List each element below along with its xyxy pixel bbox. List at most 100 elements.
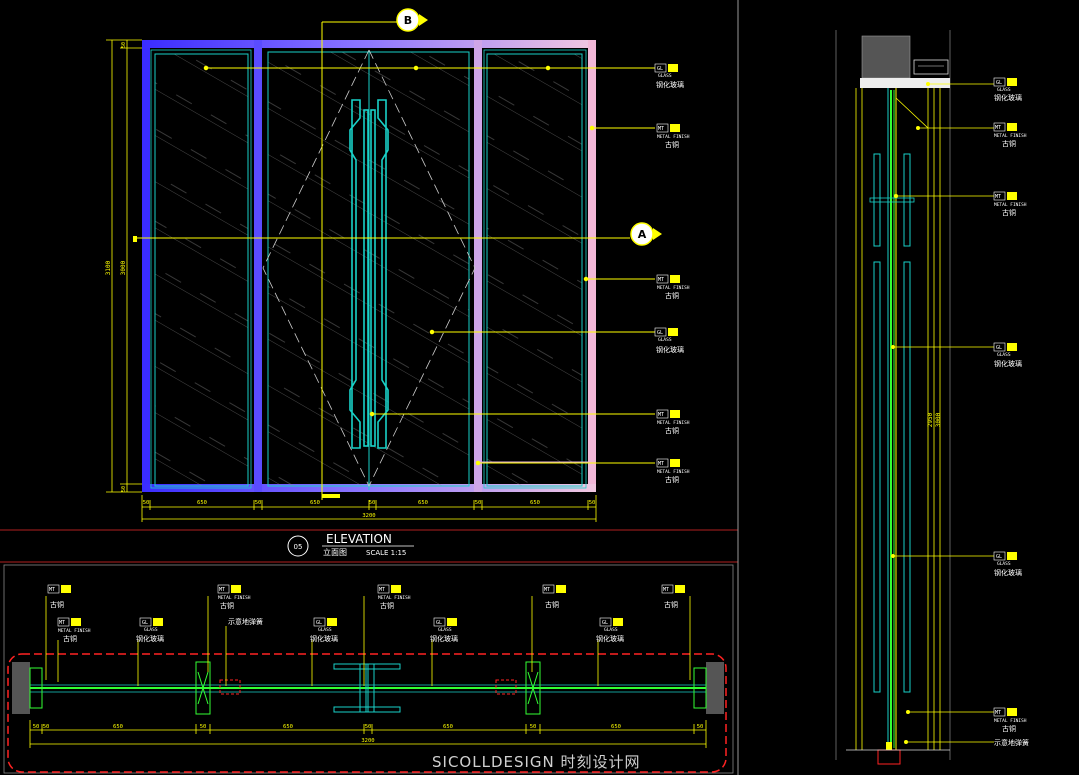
svg-text:古铜: 古铜 [665, 475, 679, 484]
plan-dim-6: 50 [365, 724, 372, 730]
dim-bottom-5: 50 [369, 500, 376, 506]
door-handle-pair [349, 99, 389, 449]
section-drawing: 2950 3000 GL GLASS 钢化玻璃 MT METAL FINISH … [846, 35, 1029, 765]
plan-callout: GL GLASS 钢化玻璃 [430, 617, 458, 643]
svg-text:MT: MT [544, 587, 550, 593]
svg-text:MT: MT [379, 587, 385, 593]
svg-text:MT: MT [219, 587, 225, 593]
plan-dim-1: 50 [33, 724, 40, 730]
svg-text:GL: GL [657, 330, 663, 336]
svg-text:GL: GL [996, 345, 1002, 351]
svg-text:古铜: 古铜 [63, 634, 77, 643]
svg-text:GLASS: GLASS [997, 87, 1011, 93]
svg-text:MT: MT [658, 412, 664, 418]
frame-right-post [588, 40, 596, 492]
section-callout: GL GLASS 钢化玻璃 [993, 551, 1022, 577]
svg-text:MT: MT [658, 277, 664, 283]
svg-text:钢化玻璃: 钢化玻璃 [656, 345, 684, 354]
section-callout: GL GLASS 钢化玻璃 [993, 342, 1022, 368]
callout-tag: GL GLASS 钢化玻璃 [654, 327, 684, 354]
door-swing-lines [262, 49, 476, 487]
plan-callout: MT 古铜 [661, 584, 685, 609]
plan-drawing: 50 50 650 50 650 50 650 50 650 50 3200 [7, 584, 727, 773]
svg-text:MT: MT [995, 710, 1001, 716]
svg-text:GL: GL [316, 620, 322, 626]
svg-text:METAL FINISH: METAL FINISH [218, 595, 251, 601]
elevation-left-dims [106, 39, 142, 493]
watermark: SICOLLDESIGN 时刻设计网 [432, 753, 641, 771]
section-note: 示意地弹簧 [994, 738, 1029, 747]
dim-bottom-9: 50 [589, 500, 596, 506]
dim-left-bottom: 50 [121, 486, 127, 492]
svg-text:GL: GL [436, 620, 442, 626]
plan-note: 示意地弹簧 [228, 617, 263, 626]
plan-dim-8: 50 [530, 724, 537, 730]
svg-text:古铜: 古铜 [665, 140, 679, 149]
dim-bottom-total: 3200 [362, 513, 375, 519]
svg-text:METAL FINISH: METAL FINISH [657, 469, 690, 475]
svg-text:钢化玻璃: 钢化玻璃 [310, 634, 338, 643]
svg-text:GL: GL [996, 554, 1002, 560]
section-dim-b: 3000 [935, 412, 942, 427]
svg-text:钢化玻璃: 钢化玻璃 [136, 634, 164, 643]
drawing-subtitle: 立面图 [323, 547, 347, 557]
svg-text:GL: GL [996, 80, 1002, 86]
svg-text:MT: MT [658, 126, 664, 132]
plan-callout: MT 古铜 [542, 584, 566, 609]
plan-callout: MT METAL FINISH 古铜 [57, 617, 91, 643]
svg-text:古铜: 古铜 [380, 601, 394, 610]
callout-tag: MT METAL FINISH 古铜 [656, 274, 690, 300]
svg-text:MT: MT [995, 125, 1001, 131]
svg-text:古铜: 古铜 [545, 600, 559, 609]
elevation-bottom-dims [141, 495, 597, 522]
dim-bottom-1: 50 [143, 500, 150, 506]
svg-text:METAL FINISH: METAL FINISH [994, 133, 1027, 139]
plan-callout: MT METAL FINISH 古铜 [377, 584, 411, 610]
glass-panel-1 [154, 53, 249, 487]
svg-text:钢化玻璃: 钢化玻璃 [596, 634, 624, 643]
svg-text:古铜: 古铜 [665, 291, 679, 300]
dim-left-mid: 3000 [120, 260, 127, 275]
svg-text:GLASS: GLASS [997, 352, 1011, 358]
plan-callout: GL GLASS 钢化玻璃 [310, 617, 338, 643]
svg-text:GL: GL [602, 620, 608, 626]
plan-dim-total: 3200 [361, 738, 374, 744]
svg-text:METAL FINISH: METAL FINISH [657, 285, 690, 291]
plan-callout: MT 古铜 [47, 584, 71, 609]
dim-bottom-7: 50 [475, 500, 482, 506]
svg-text:MT: MT [995, 194, 1001, 200]
frame-left-post [142, 40, 150, 492]
section-callout: MT METAL FINISH 古铜 [993, 707, 1027, 733]
svg-text:古铜: 古铜 [1002, 139, 1016, 148]
svg-text:METAL FINISH: METAL FINISH [657, 420, 690, 426]
section-callout: MT METAL FINISH 古铜 [993, 122, 1027, 148]
title-block: 05 ELEVATION 立面图 SCALE 1:15 [287, 532, 414, 557]
plan-callout: GL GLASS 钢化玻璃 [596, 617, 624, 643]
glass-panel-2 [267, 51, 370, 487]
elevation-leaders [203, 65, 655, 466]
svg-text:钢化玻璃: 钢化玻璃 [994, 359, 1022, 368]
frame-mullion-right [474, 40, 482, 492]
svg-text:METAL FINISH: METAL FINISH [994, 202, 1027, 208]
sheet-borders [0, 0, 951, 775]
plan-dim-4: 50 [200, 724, 207, 730]
svg-text:古铜: 古铜 [220, 601, 234, 610]
dim-bottom-4: 650 [310, 500, 320, 506]
svg-text:钢化玻璃: 钢化玻璃 [994, 93, 1022, 102]
dim-bottom-6: 650 [418, 500, 428, 506]
svg-text:METAL FINISH: METAL FINISH [58, 628, 91, 634]
dim-bottom-8: 650 [530, 500, 540, 506]
plan-dim-2: 50 [43, 724, 50, 730]
drawing-title: ELEVATION [326, 532, 392, 546]
frame-mullion-left [254, 40, 262, 492]
elevation-drawing: B A 3100 3000 [105, 8, 662, 522]
plan-dim-7: 650 [443, 724, 453, 730]
section-a-cut: A [133, 222, 662, 246]
dim-bottom-2: 650 [197, 500, 207, 506]
elevation-callouts: GL GLASS 钢化玻璃 MT METAL FINISH 古铜 MT META… [654, 63, 690, 484]
dim-bottom-3: 50 [255, 500, 262, 506]
svg-text:GL: GL [657, 66, 663, 72]
svg-text:MT: MT [658, 461, 664, 467]
svg-text:GLASS: GLASS [438, 627, 452, 633]
